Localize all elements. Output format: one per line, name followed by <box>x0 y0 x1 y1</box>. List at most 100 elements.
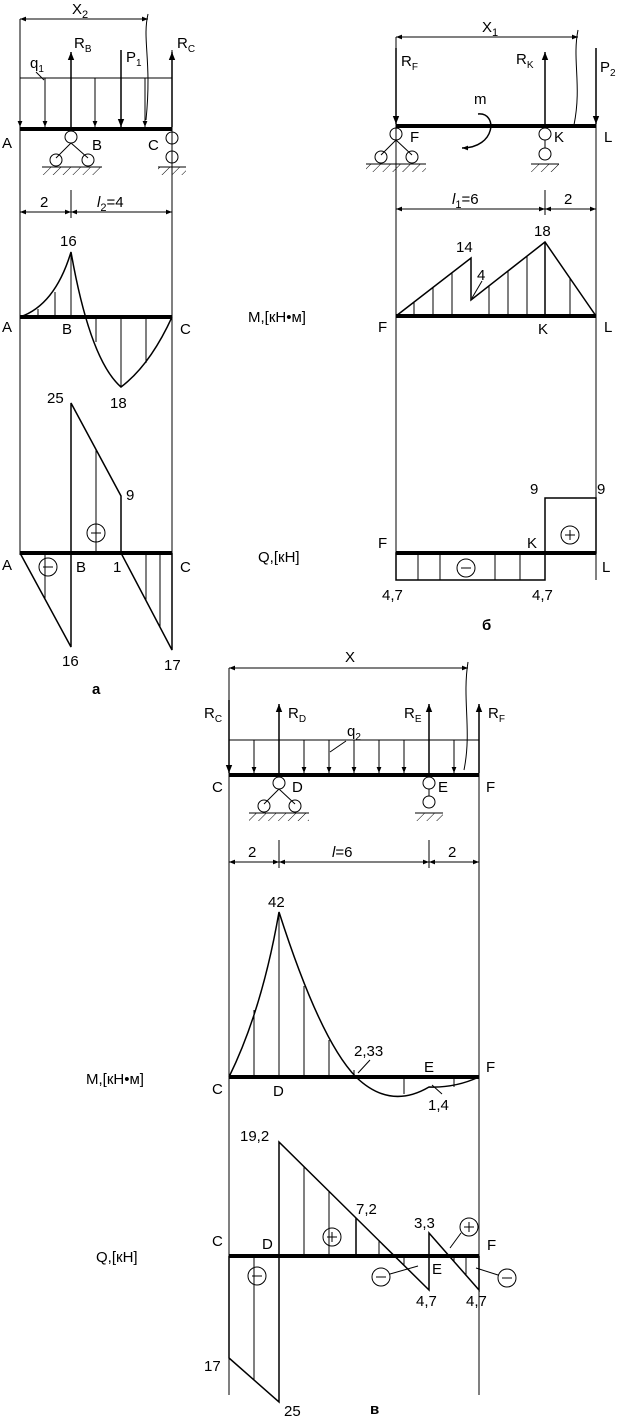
point-l: L <box>604 129 612 146</box>
moment-a-v16: 16 <box>60 233 77 250</box>
moment-b-v18: 18 <box>534 223 551 240</box>
q2-load-arrows <box>251 740 457 773</box>
re-label: RE <box>404 705 422 725</box>
shear-a-point-c: C <box>180 559 191 576</box>
moment-c-point-d: D <box>273 1083 284 1100</box>
point-a: A <box>2 135 12 152</box>
moment-c-v42: 42 <box>268 894 285 911</box>
moment-c-v233: 2,33 <box>354 1043 383 1060</box>
dim-x1-label: X1 <box>482 19 498 39</box>
shear-b-v9a: 9 <box>530 481 538 498</box>
moment-c-hatching <box>253 914 455 1094</box>
shear-b-v9b: 9 <box>597 481 605 498</box>
moment-c-v14-leader <box>431 1084 443 1095</box>
moment-m-label: m <box>474 91 487 108</box>
shear-c-point-d: D <box>262 1236 273 1253</box>
rb-label: RB <box>74 35 92 55</box>
caption-c: в <box>370 1401 379 1418</box>
dim-a-right: l2=4 <box>97 194 124 214</box>
roller-support-c <box>158 131 186 175</box>
q2-label: q2 <box>347 723 361 743</box>
shear-a-v17: 17 <box>164 657 181 674</box>
shear-a-v9: 9 <box>126 487 134 504</box>
shear-b-positive-rect <box>544 497 597 554</box>
shear-c-v25: 25 <box>284 1403 301 1420</box>
shear-a-plus-sign <box>86 523 106 543</box>
q2-leader <box>329 740 347 753</box>
pin-support-d <box>249 776 309 821</box>
roller-support-e <box>415 776 443 821</box>
pin-support-b <box>42 130 102 175</box>
point-e: E <box>438 779 448 796</box>
moment-a-hatching <box>37 254 147 386</box>
point-c: C <box>148 137 159 154</box>
dim-c-left: 2 <box>248 844 256 861</box>
pin-support-f <box>366 127 426 172</box>
point-f2: F <box>486 779 495 796</box>
q1-leader <box>35 71 45 81</box>
shear-c-v72: 7,2 <box>356 1201 377 1218</box>
moment-c-point-f: F <box>486 1059 495 1076</box>
dim-c-right: 2 <box>448 844 456 861</box>
moment-b-v4-leader <box>471 280 483 299</box>
shear-c-point-c: C <box>212 1233 223 1250</box>
dim-b-left: l1=6 <box>452 191 479 211</box>
shear-b-negative-rect <box>395 552 546 581</box>
moment-b-point-f: F <box>378 319 387 336</box>
point-b: B <box>92 137 102 154</box>
moment-c-v233-leader <box>357 1059 371 1074</box>
shear-a-v16: 16 <box>62 653 79 670</box>
shear-a-point-b: B <box>76 559 86 576</box>
shear-b-point-f: F <box>378 535 387 552</box>
shear-c-outline <box>228 1140 480 1404</box>
panel-a: X2 q1 RB P1 RC A B C <box>2 1 195 698</box>
point-d: D <box>292 779 303 796</box>
shear-a-minus-sign <box>38 557 58 577</box>
q1-load-arrows <box>17 78 148 127</box>
moment-b-v14: 14 <box>456 239 473 256</box>
moment-b-point-l: L <box>604 319 612 336</box>
shear-c-plus-sign <box>322 1227 342 1247</box>
shear-c-plus-sign-right <box>449 1217 479 1249</box>
point-c2: C <box>212 779 223 796</box>
shear-b-minus-sign <box>456 558 476 578</box>
point-f: F <box>410 129 419 146</box>
shear-c-minus-sign-left <box>247 1266 267 1286</box>
rd-label: RD <box>288 705 306 725</box>
shear-c-v33: 3,3 <box>414 1215 435 1232</box>
moment-c-v14: 1,4 <box>428 1097 449 1114</box>
rc-label: RC <box>177 35 195 55</box>
moment-c-point-c: C <box>212 1081 223 1098</box>
shear-a-v25: 25 <box>47 390 64 407</box>
dim-x-label: X <box>345 649 355 666</box>
rf-label: RF <box>401 53 418 73</box>
dim-x1-break <box>573 29 579 126</box>
dim-x2-break <box>145 13 149 121</box>
shear-c-point-f: F <box>487 1237 496 1254</box>
moment-b-point-k: K <box>538 321 548 338</box>
rc-label: RC <box>204 705 222 725</box>
shear-a-outline <box>19 402 173 651</box>
moment-m-arrow <box>461 113 492 151</box>
point-k: K <box>554 129 564 146</box>
shear-b-hatching <box>417 553 521 580</box>
dim-b-right: 2 <box>564 191 572 208</box>
shear-c-v47a: 4,7 <box>416 1293 437 1310</box>
dim-c-mid: l=6 <box>332 844 352 861</box>
shear-c-v17: 17 <box>204 1358 221 1375</box>
moment-a-point-c: C <box>180 321 191 338</box>
shear-a-v1: 1 <box>113 559 121 576</box>
q1-label: q1 <box>30 55 44 75</box>
shear-b-title: Q,[кН] <box>258 549 300 566</box>
moment-b-outline <box>395 240 597 317</box>
moment-c-point-e: E <box>424 1059 434 1076</box>
moment-a-point-b: B <box>62 321 72 338</box>
panel-c: X q2 RC RD RE RF C D E F <box>86 649 517 1420</box>
shear-c-v192: 19,2 <box>240 1128 269 1145</box>
shear-c-title: Q,[кН] <box>96 1249 138 1266</box>
shear-a-point-a: A <box>2 557 12 574</box>
shear-c-hatching <box>253 1166 467 1380</box>
p2-label: P2 <box>600 59 616 79</box>
moment-a-v18: 18 <box>110 395 127 412</box>
caption-a: а <box>92 681 101 698</box>
